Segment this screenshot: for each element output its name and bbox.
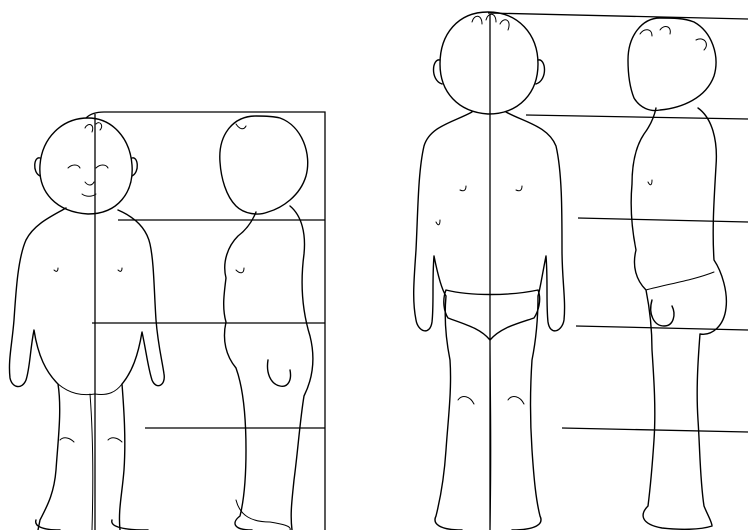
infant-front-nose — [85, 182, 94, 185]
infant-front-knees — [60, 438, 122, 442]
toddler-front-nipples — [460, 186, 522, 191]
toddler-front-figure — [414, 12, 565, 530]
toddler-front-body — [414, 112, 565, 530]
infant-side-head — [220, 116, 308, 214]
infant-grid-frame — [86, 112, 325, 530]
toddler-side-hand — [651, 300, 674, 326]
toddler-side-hair — [640, 27, 706, 50]
toddler-side-figure — [628, 18, 726, 529]
infant-proportion-grid — [86, 112, 325, 530]
toddler-proportion-grid — [488, 13, 748, 530]
toddler-side-nipple — [648, 180, 652, 185]
infant-front-torso — [9, 208, 164, 530]
infant-front-hair — [85, 123, 102, 132]
infant-panel — [9, 112, 325, 530]
toddler-side-body — [631, 108, 726, 529]
toddler-guide-top — [488, 13, 748, 19]
toddler-front-briefs — [444, 290, 540, 340]
toddler-guide-chest — [578, 218, 748, 222]
infant-front-mouth — [82, 194, 96, 196]
infant-side-body — [224, 206, 313, 530]
infant-side-foot — [236, 500, 290, 530]
infant-side-hair — [236, 124, 246, 129]
infant-front-head — [40, 118, 132, 214]
infant-front-eyes — [68, 165, 108, 168]
infant-side-nipple — [236, 268, 244, 273]
infant-front-figure — [9, 118, 164, 530]
toddler-panel — [414, 12, 748, 530]
infant-side-hand — [268, 360, 291, 386]
toddler-side-briefs-line — [646, 272, 714, 290]
toddler-front-ears — [434, 60, 545, 84]
toddler-guide-hip — [576, 326, 748, 330]
infant-front-nipples — [54, 268, 122, 271]
infant-front-hip-line — [58, 384, 122, 395]
toddler-front-arm-mark — [436, 220, 440, 225]
toddler-front-head — [440, 12, 538, 114]
toddler-guide-head — [526, 115, 748, 119]
infant-front-leg-split — [90, 394, 93, 530]
